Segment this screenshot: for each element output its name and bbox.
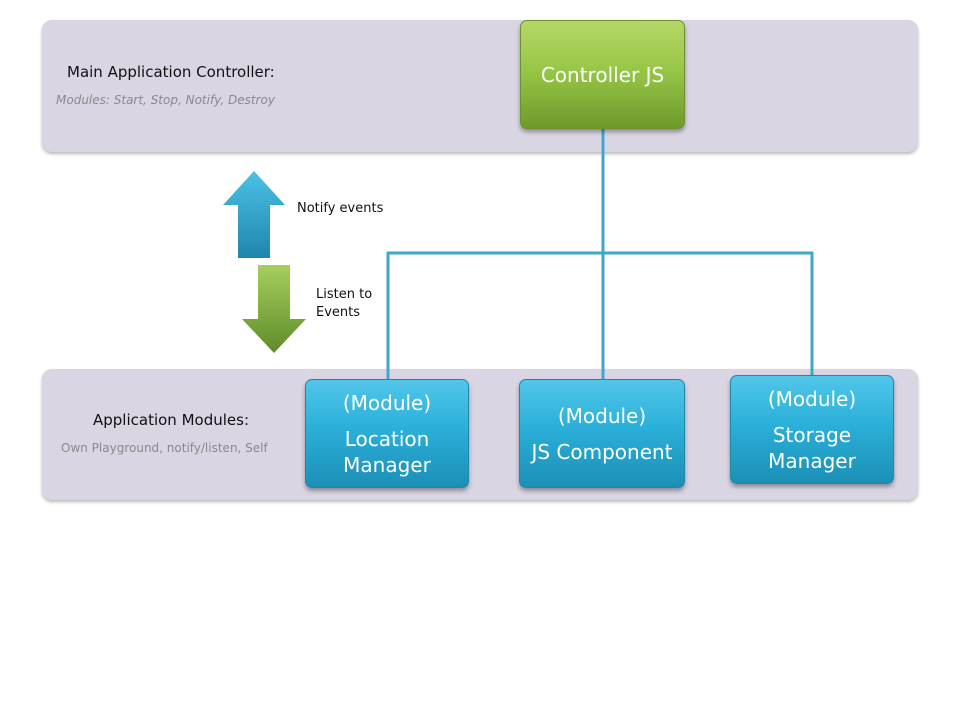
down-arrow-icon	[242, 265, 306, 353]
notify-events-label: Notify events	[297, 201, 384, 216]
controller-band-title: Main Application Controller:	[67, 63, 275, 81]
module-tag: (Module)	[767, 386, 857, 411]
module-box-location-manager: (Module) Location Manager	[305, 379, 469, 488]
module-box-storage-manager: (Module) Storage Manager	[730, 375, 894, 484]
module-name-line1: Storage	[772, 422, 852, 447]
module-name-line1: JS Component	[531, 439, 673, 464]
controller-js-label: Controller JS	[540, 62, 665, 87]
module-name-line2: Manager	[343, 452, 431, 477]
listen-label-line2: Events	[316, 305, 361, 320]
module-tag: (Module)	[342, 390, 432, 415]
module-name-line1: Location	[344, 426, 430, 451]
listen-to-events-label: Listen to Events	[316, 286, 372, 322]
up-arrow-icon	[223, 171, 285, 258]
modules-band-subtitle: Own Playground, notify/listen, Self	[61, 441, 268, 455]
controller-js-box: Controller JS	[520, 20, 685, 129]
controller-band	[42, 20, 918, 152]
module-box-js-component: (Module) JS Component	[519, 379, 685, 488]
controller-band-subtitle: Modules: Start, Stop, Notify, Destroy	[56, 93, 275, 107]
listen-label-line1: Listen to	[316, 287, 373, 302]
module-name-line2: Manager	[768, 448, 856, 473]
module-tag: (Module)	[557, 403, 647, 428]
modules-band-title: Application Modules:	[93, 411, 249, 429]
